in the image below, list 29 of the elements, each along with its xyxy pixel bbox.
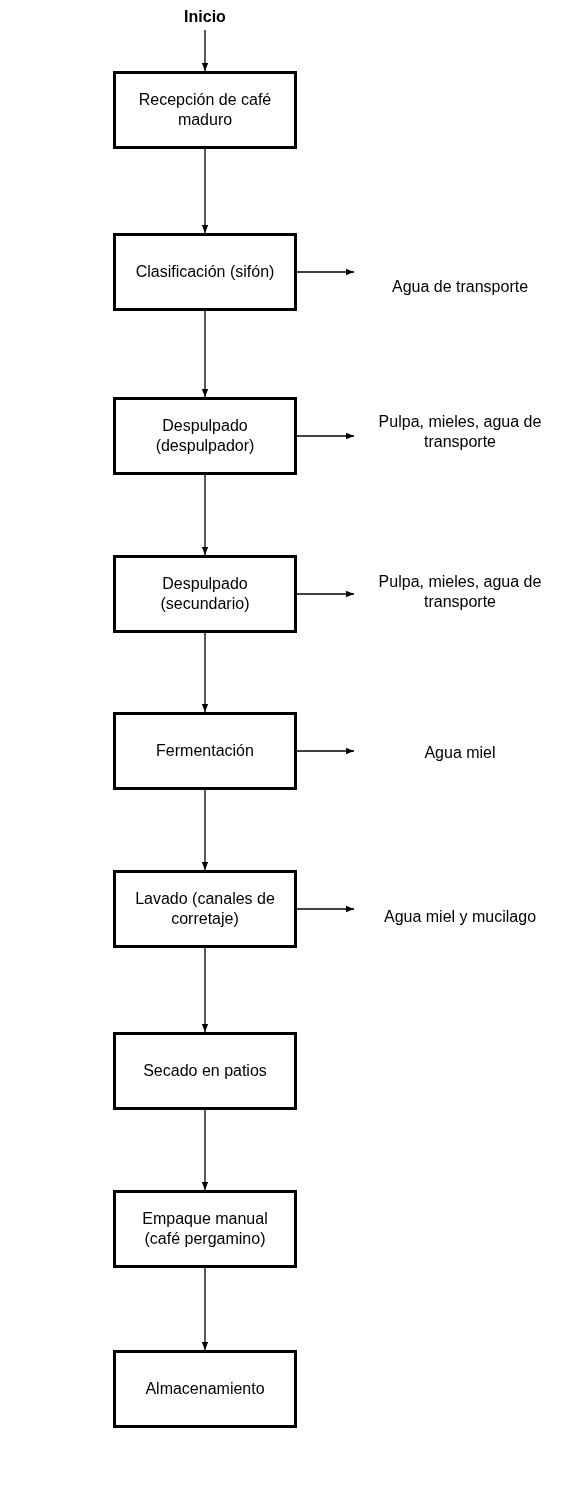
arrow <box>201 632 209 713</box>
arrow <box>296 268 355 276</box>
arrow <box>201 474 209 556</box>
arrow <box>201 29 209 72</box>
arrow <box>296 905 355 913</box>
output-label: Pulpa, mieles, agua de transporte <box>377 412 543 452</box>
process-box: Empaque manual (café pergamino) <box>113 1190 297 1268</box>
arrow <box>296 432 355 440</box>
arrow <box>201 310 209 398</box>
process-box: Despulpado (secundario) <box>113 555 297 633</box>
process-box: Recepción de café maduro <box>113 71 297 149</box>
process-box: Almacenamiento <box>113 1350 297 1428</box>
arrow <box>296 590 355 598</box>
arrow <box>201 1267 209 1351</box>
arrow <box>201 1109 209 1191</box>
arrow <box>201 148 209 234</box>
arrow <box>296 747 355 755</box>
arrow <box>201 947 209 1033</box>
process-box: Fermentación <box>113 712 297 790</box>
start-label: Inicio <box>184 7 226 27</box>
process-box: Clasificación (sifón) <box>113 233 297 311</box>
output-label: Pulpa, mieles, agua de transporte <box>377 572 543 612</box>
output-label: Agua de transporte <box>391 277 529 297</box>
process-box: Lavado (canales de corretaje) <box>113 870 297 948</box>
process-box: Secado en patios <box>113 1032 297 1110</box>
output-label: Agua miel <box>424 743 496 763</box>
process-box: Despulpado (despulpador) <box>113 397 297 475</box>
arrow <box>201 789 209 871</box>
output-label: Agua miel y mucilago <box>383 907 537 927</box>
